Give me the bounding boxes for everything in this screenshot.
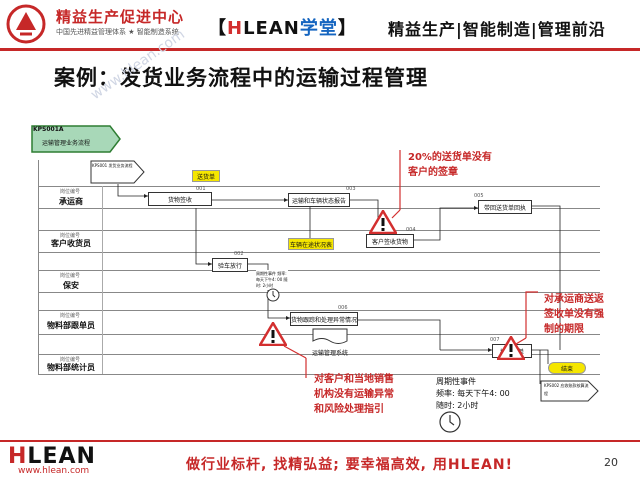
lane-divider bbox=[38, 208, 600, 209]
lane-border bbox=[102, 186, 103, 374]
clock-icon bbox=[439, 411, 461, 433]
note-send-doc: 送货单 bbox=[192, 170, 220, 182]
lane-code: 岗位编号 bbox=[60, 273, 81, 279]
footer-divider bbox=[0, 440, 640, 442]
note-vehicle-status: 车辆在途状况表 bbox=[288, 238, 334, 250]
step-number: 007 bbox=[490, 337, 500, 343]
footer-slogan: 做行业标杆, 找精弘益; 要幸福高效, 用HLEAN! bbox=[186, 457, 513, 473]
event-detail: 周期性事件 频率: 每天下午4: 00 随时: 2小时 bbox=[436, 376, 510, 412]
lane-divider bbox=[38, 374, 600, 375]
lane-label-customer-receiver: 客户收货员 bbox=[51, 239, 91, 248]
lane-label-material-follower: 物料部跟单员 bbox=[47, 321, 95, 330]
process-tag-shape bbox=[31, 125, 121, 153]
lane-label-material-statistician: 物料部统计员 bbox=[47, 363, 95, 372]
step-number: 001 bbox=[196, 186, 206, 192]
lane-divider bbox=[38, 186, 600, 187]
header-divider bbox=[0, 48, 640, 51]
box-goods-sign: 货物签收 bbox=[148, 192, 212, 206]
callout-no-guidance: 对客户和当地销售 机构没有运输异常 和风险处理指引 bbox=[314, 374, 394, 415]
lane-divider bbox=[38, 270, 600, 271]
warning-icon bbox=[497, 336, 525, 360]
lane-label-security: 保安 bbox=[63, 281, 79, 290]
clock-icon bbox=[266, 288, 280, 302]
warning-icon bbox=[259, 322, 287, 346]
step-number: 006 bbox=[338, 305, 348, 311]
callout-unsigned-delivery: 20%的送货单没有 客户的签章 bbox=[408, 152, 492, 178]
footer-logo: HLEAN bbox=[8, 444, 96, 469]
system-label: 运输管理系统 bbox=[312, 350, 349, 357]
process-tag-code: KPS001A bbox=[33, 126, 64, 133]
lane-divider bbox=[38, 230, 600, 231]
page-number: 20 bbox=[604, 456, 618, 469]
lane-divider bbox=[38, 354, 600, 355]
lane-border bbox=[38, 160, 39, 374]
box-customer-sign: 客户签收货物 bbox=[366, 234, 414, 248]
box-transport-report: 运输和车辆状态报告 bbox=[288, 193, 350, 207]
event-line-2: 频率: 每天下午4: 00 bbox=[436, 389, 510, 398]
box-exit-release: 验车放行 bbox=[212, 258, 248, 272]
lane-divider bbox=[38, 292, 600, 293]
header-tagline: 精益生产|智能制造|管理前沿 bbox=[388, 20, 606, 39]
box-tracking: 货物跟踪和处理异常情况 bbox=[290, 312, 358, 326]
brand-logo-icon bbox=[6, 4, 46, 44]
lane-code: 岗位编号 bbox=[60, 189, 81, 195]
step-number: 003 bbox=[346, 186, 356, 192]
step-number: 002 bbox=[234, 251, 244, 257]
doc-shape-top bbox=[90, 160, 145, 184]
box-return-doc: 带回送货单回执 bbox=[478, 200, 532, 214]
brand-subtitle: 中国先进精益管理体系 ★ 智能制造系统 bbox=[56, 28, 179, 36]
warning-icon bbox=[369, 210, 397, 234]
lane-code: 岗位编号 bbox=[60, 233, 81, 239]
mini-event-note: 周期性事件 频率: 每天下午4: 00 随时: 2小时 bbox=[256, 270, 288, 290]
lane-divider bbox=[38, 310, 600, 311]
footer-url: www.hlean.com bbox=[18, 466, 90, 476]
brand-name: 精益生产促进中心 bbox=[56, 8, 185, 26]
academy-title: 【HLEAN学堂】 bbox=[208, 18, 357, 39]
doc-bottom-text: KPS002 应收账款核算流程 bbox=[544, 383, 589, 396]
lane-code: 岗位编号 bbox=[60, 313, 81, 319]
lane-divider bbox=[38, 252, 600, 253]
lane-label-carrier: 承运商 bbox=[59, 197, 83, 206]
process-tag-name: 运输管理业务流程 bbox=[42, 140, 91, 147]
step-number: 005 bbox=[474, 193, 484, 199]
event-line-1: 周期性事件 bbox=[436, 377, 476, 386]
end-terminator: 结束 bbox=[548, 362, 586, 374]
step-number: 004 bbox=[406, 227, 416, 233]
system-doc-shape bbox=[312, 328, 348, 344]
callout-no-deadline: 对承运商送返 签收单没有强 制的期限 bbox=[544, 294, 604, 335]
doc-shape-bottom bbox=[540, 380, 599, 402]
lane-code: 岗位编号 bbox=[60, 357, 81, 363]
doc-top-text: KPS001 发货业务流程 bbox=[92, 163, 133, 168]
page-title: 案例：发货业务流程中的运输过程管理 bbox=[54, 66, 428, 90]
event-line-3: 随时: 2小时 bbox=[436, 401, 479, 410]
